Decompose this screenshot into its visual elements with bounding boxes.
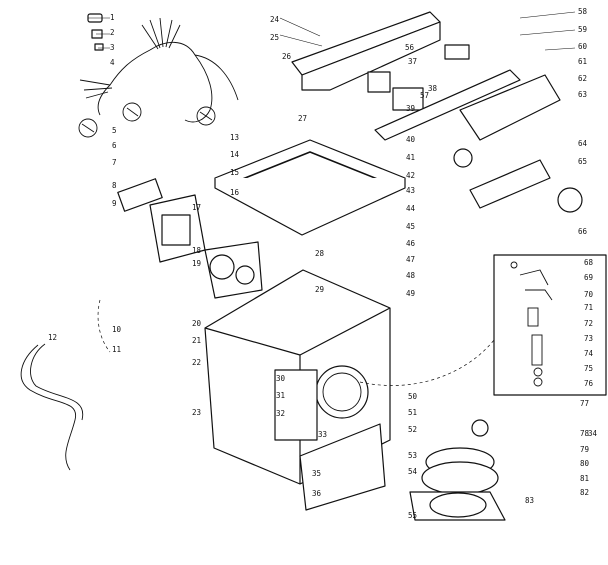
callout-53: 53	[408, 451, 417, 460]
washer-cabinet	[204, 269, 391, 511]
callout-25: 25	[270, 33, 279, 42]
callout-46: 46	[406, 239, 416, 248]
callout-30: 30	[276, 374, 286, 383]
callout-61: 61	[578, 57, 587, 66]
callout-66: 66	[578, 227, 588, 236]
callout-12: 12	[48, 333, 57, 342]
callout-19: 19	[192, 259, 201, 268]
callout-23: 23	[192, 408, 201, 417]
callout-35: 35	[312, 469, 321, 478]
callout-58: 58	[578, 7, 588, 16]
callout-70: 70	[584, 290, 594, 299]
callout-13: 13	[230, 133, 239, 142]
callout-40: 40	[406, 135, 416, 144]
inlet-hose	[20, 343, 84, 471]
leader-lines	[88, 11, 576, 386]
callout-45: 45	[406, 222, 415, 231]
callout-5: 5	[112, 126, 117, 135]
callout-6: 6	[112, 141, 117, 150]
callout-54: 54	[408, 467, 418, 476]
callout-9: 9	[112, 199, 117, 208]
callout-83: 83	[525, 496, 534, 505]
callout-32: 32	[276, 409, 285, 418]
callout-39: 39	[406, 104, 415, 113]
callout-57: 57	[420, 91, 429, 100]
callout-2: 2	[110, 28, 115, 37]
callout-24: 24	[270, 15, 280, 24]
callout-8: 8	[112, 181, 117, 190]
callout-43: 43	[406, 186, 415, 195]
callout-71: 71	[584, 303, 593, 312]
callout-56: 56	[405, 43, 415, 52]
callout-74: 74	[584, 349, 594, 358]
callout-62: 62	[578, 74, 587, 83]
callout-76: 76	[584, 379, 594, 388]
detail-inset	[493, 254, 607, 396]
wiring-harness	[78, 17, 239, 138]
callout-55: 55	[408, 511, 417, 520]
callout-10: 10	[112, 325, 122, 334]
callout-17: 17	[192, 203, 201, 212]
callout-50: 50	[408, 392, 418, 401]
callout-77: 77	[580, 399, 589, 408]
callout-36: 36	[312, 489, 322, 498]
callout-60: 60	[578, 42, 588, 51]
callout-14: 14	[230, 150, 240, 159]
callout-73: 73	[584, 334, 593, 343]
callout-26: 26	[282, 52, 292, 61]
callout-65: 65	[578, 157, 587, 166]
callout-28: 28	[315, 249, 325, 258]
callout-31: 31	[276, 391, 285, 400]
timer-assembly	[117, 178, 263, 299]
callout-38: 38	[428, 84, 438, 93]
callout-29: 29	[315, 285, 324, 294]
callout-59: 59	[578, 25, 587, 34]
callout-34: 34	[588, 429, 598, 438]
callout-78: 78	[580, 429, 590, 438]
callout-15: 15	[230, 168, 239, 177]
callout-16: 16	[230, 188, 240, 197]
callout-52: 52	[408, 425, 417, 434]
callout-18: 18	[192, 246, 202, 255]
callout-27: 27	[298, 114, 307, 123]
callout-63: 63	[578, 90, 587, 99]
pump-assembly	[409, 419, 506, 521]
callout-1: 1	[110, 13, 115, 22]
callout-75: 75	[584, 364, 593, 373]
control-console-rear	[291, 11, 441, 111]
callout-68: 68	[584, 258, 594, 267]
callout-69: 69	[584, 273, 593, 282]
callout-44: 44	[406, 204, 416, 213]
callout-48: 48	[406, 271, 416, 280]
console-brackets	[374, 44, 583, 213]
callout-20: 20	[192, 319, 202, 328]
callout-33: 33	[318, 430, 327, 439]
callout-64: 64	[578, 139, 588, 148]
callout-79: 79	[580, 445, 589, 454]
callout-47: 47	[406, 255, 415, 264]
callout-81: 81	[580, 474, 589, 483]
callout-3: 3	[110, 43, 115, 52]
callout-11: 11	[112, 345, 121, 354]
callout-82: 82	[580, 488, 589, 497]
washer-top-lid	[214, 139, 406, 236]
callout-21: 21	[192, 336, 201, 345]
callout-41: 41	[406, 153, 415, 162]
callout-51: 51	[408, 408, 417, 417]
callout-7: 7	[112, 158, 117, 167]
callout-80: 80	[580, 459, 590, 468]
callout-49: 49	[406, 289, 415, 298]
callout-72: 72	[584, 319, 593, 328]
callout-37: 37	[408, 57, 417, 66]
callout-22: 22	[192, 358, 201, 367]
callout-42: 42	[406, 171, 415, 180]
callout-4: 4	[110, 58, 115, 67]
